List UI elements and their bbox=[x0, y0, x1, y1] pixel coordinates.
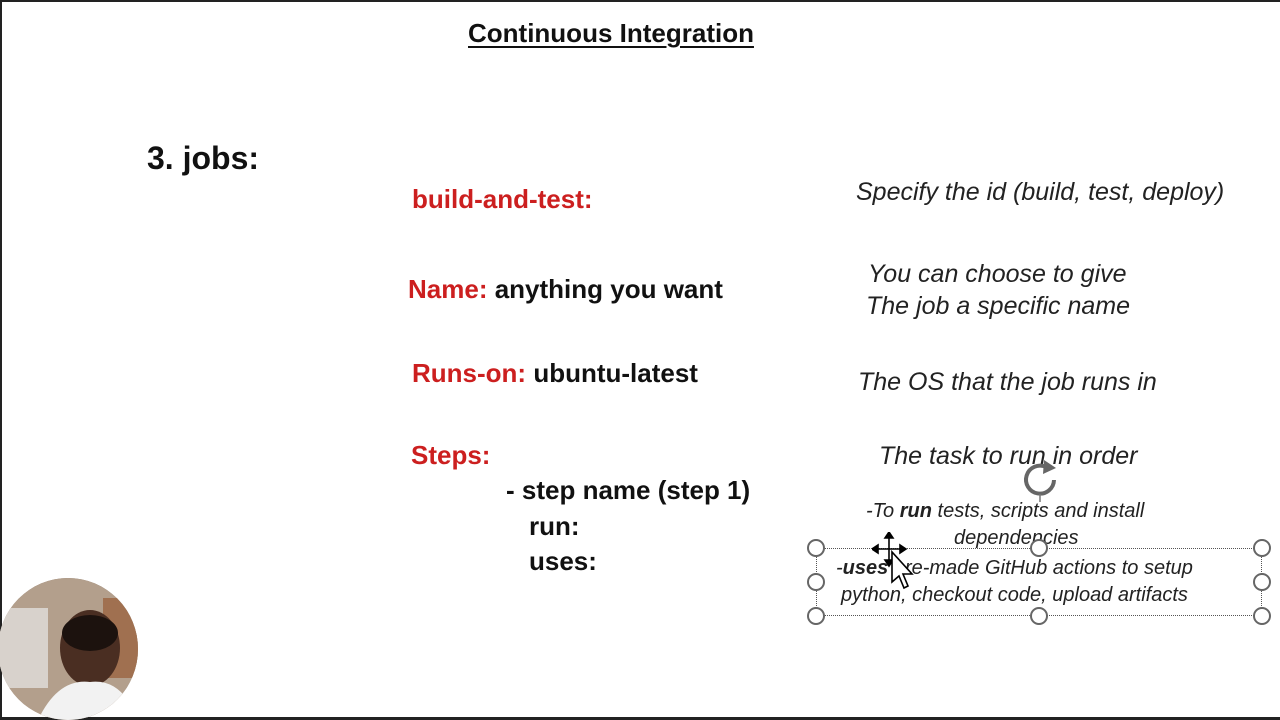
resize-handle-bottom-center[interactable] bbox=[1030, 607, 1048, 625]
run-note-bold: run bbox=[899, 500, 932, 522]
name-row: Name: anything you want bbox=[408, 274, 723, 305]
run-note-rest: tests, scripts and install bbox=[931, 500, 1145, 522]
presenter-webcam bbox=[0, 578, 138, 720]
job-id-description: Specify the id (build, test, deploy) bbox=[856, 178, 1225, 206]
job-id-row: build-and-test: bbox=[412, 184, 593, 215]
section-heading: 3. jobs: bbox=[147, 140, 260, 176]
run-note-line1: -To run tests, scripts and install bbox=[866, 500, 1144, 523]
runs-on-description: The OS that the job runs in bbox=[858, 368, 1157, 396]
resize-handle-top-left[interactable] bbox=[807, 539, 825, 557]
runs-on-row: Runs-on: ubuntu-latest bbox=[412, 358, 698, 389]
uses-note-line1[interactable]: -uses pre-made GitHub actions to setup bbox=[836, 557, 1193, 580]
resize-handle-bottom-left[interactable] bbox=[807, 607, 825, 625]
steps-key: Steps: bbox=[411, 440, 491, 470]
resize-handle-middle-right[interactable] bbox=[1253, 573, 1271, 591]
run-note-line2: dependencies bbox=[954, 527, 1079, 549]
name-key: Name: bbox=[408, 274, 488, 304]
slide-border-left bbox=[0, 0, 2, 720]
uses-note-rest: pre-made GitHub actions to setup bbox=[888, 557, 1193, 579]
slide-border-top bbox=[0, 0, 1280, 2]
presenter-image bbox=[0, 578, 138, 720]
steps-description: The task to run in order bbox=[879, 442, 1138, 470]
uses-note-line2[interactable]: python, checkout code, upload artifacts bbox=[841, 584, 1188, 606]
name-description-line2: The job a specific name bbox=[866, 292, 1131, 320]
runs-on-value: ubuntu-latest bbox=[526, 358, 698, 388]
move-cursor-icon bbox=[872, 532, 914, 590]
steps-row: Steps: bbox=[411, 440, 490, 471]
resize-handle-bottom-right[interactable] bbox=[1253, 607, 1271, 625]
name-value: anything you want bbox=[487, 274, 723, 304]
job-id-key: build-and-test: bbox=[412, 184, 593, 214]
resize-handle-middle-left[interactable] bbox=[807, 573, 825, 591]
slide-title: Continuous Integration bbox=[468, 18, 754, 48]
uses-note-prefix: - bbox=[836, 557, 843, 579]
rotate-handle-icon[interactable] bbox=[1016, 458, 1064, 502]
step-name: - step name (step 1) bbox=[506, 475, 751, 505]
runs-on-key: Runs-on: bbox=[412, 358, 527, 388]
step-uses: uses: bbox=[529, 546, 597, 576]
resize-handle-top-center[interactable] bbox=[1030, 539, 1048, 557]
uses-note-bold: uses bbox=[842, 557, 889, 579]
name-description-line1: You can choose to give bbox=[868, 260, 1127, 288]
resize-handle-top-right[interactable] bbox=[1253, 539, 1271, 557]
run-note-prefix: -To bbox=[866, 500, 900, 522]
step-run: run: bbox=[529, 511, 580, 541]
slide-border-bottom bbox=[0, 717, 1280, 720]
